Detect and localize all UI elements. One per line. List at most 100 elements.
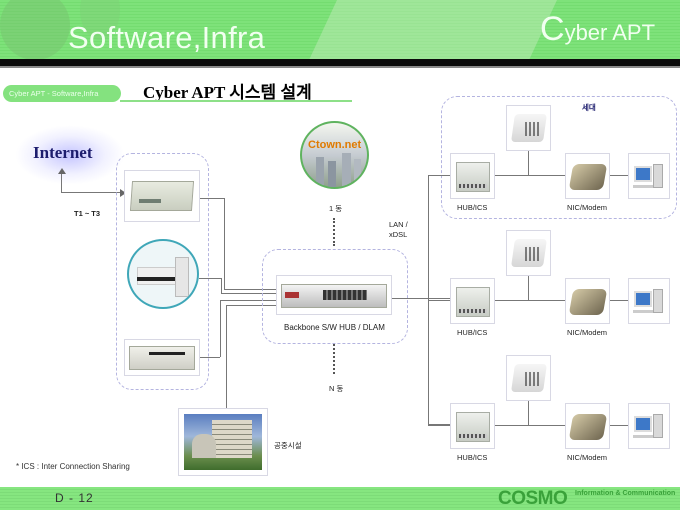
link-public-v bbox=[226, 305, 227, 408]
title-underline bbox=[120, 100, 352, 102]
monitor-icon bbox=[634, 166, 652, 182]
phone-link bbox=[528, 276, 529, 300]
backbone-label: Backbone S/W HUB / DLAM bbox=[284, 323, 385, 332]
nic-modem-device bbox=[565, 153, 610, 199]
phone-link bbox=[528, 401, 529, 425]
link-router bbox=[200, 198, 224, 199]
hub-ics-label: HUB/ICS bbox=[457, 203, 488, 212]
link-switch-v bbox=[220, 300, 221, 357]
backbone-ports bbox=[323, 290, 367, 300]
arrow-right-icon bbox=[120, 189, 126, 197]
link-server bbox=[199, 278, 221, 279]
link-server-h bbox=[221, 293, 280, 294]
trunk-to-hub-link bbox=[428, 300, 450, 301]
public-facility-device bbox=[178, 408, 268, 476]
ctown-logo: Ctown.net bbox=[308, 139, 362, 151]
backbone-box bbox=[262, 249, 408, 344]
link-switch bbox=[200, 357, 220, 358]
hub-ics-device bbox=[450, 403, 495, 449]
trunk-to-hub-link bbox=[428, 425, 450, 426]
page-number: D - 12 bbox=[55, 491, 94, 505]
nic-to-pc-link bbox=[610, 175, 628, 176]
router-body bbox=[129, 181, 195, 211]
header-banner: Software,Infra Cyber APT bbox=[0, 0, 680, 59]
public-facility-label: 공중시설 bbox=[274, 441, 302, 450]
facility-building bbox=[212, 420, 252, 458]
pc-device bbox=[628, 153, 670, 199]
header-brand: Cyber APT bbox=[540, 10, 655, 49]
modem-icon bbox=[568, 164, 608, 190]
server-unit bbox=[137, 267, 177, 285]
hub-ports bbox=[459, 434, 487, 438]
pc-tower-icon bbox=[653, 289, 663, 313]
public-facility-image bbox=[184, 414, 262, 470]
header-divider-shadow bbox=[0, 66, 680, 68]
nic-modem-label: NIC/Modem bbox=[567, 453, 608, 462]
phone-device bbox=[506, 230, 551, 276]
facility-dome bbox=[192, 434, 216, 458]
nic-to-pc-link bbox=[610, 425, 628, 426]
arrow-up-icon bbox=[58, 168, 66, 174]
lan-label-line2: xDSL bbox=[389, 230, 408, 239]
trunk-to-hub-link bbox=[428, 175, 450, 176]
phone-keypad bbox=[525, 247, 539, 261]
brand-rest: yber APT bbox=[564, 20, 656, 45]
modem-icon bbox=[568, 414, 608, 440]
pc-tower-icon bbox=[653, 414, 663, 438]
slide-title: Cyber APT 시스템 설계 bbox=[143, 83, 312, 102]
link-router-h bbox=[224, 289, 280, 290]
modem-icon bbox=[568, 289, 608, 315]
hub-to-nic-link bbox=[495, 300, 565, 301]
phone-device bbox=[506, 355, 551, 401]
nic-modem-label: NIC/Modem bbox=[567, 203, 608, 212]
lan-label-line1: LAN / bbox=[389, 220, 408, 229]
pc-device bbox=[628, 403, 670, 449]
link-server-v bbox=[221, 278, 222, 293]
trunk-link bbox=[392, 298, 455, 299]
tower-2 bbox=[328, 161, 336, 187]
tower-1 bbox=[316, 157, 324, 187]
brand-initial: C bbox=[540, 10, 565, 48]
household-box bbox=[441, 96, 677, 219]
hub-ics-label: HUB/ICS bbox=[457, 453, 488, 462]
header-title: Software,Infra bbox=[68, 20, 266, 55]
router-display bbox=[139, 199, 161, 203]
ctown-building-image: Ctown.net bbox=[300, 121, 369, 189]
hub-ics-label: HUB/ICS bbox=[457, 328, 488, 337]
building-n-dotted-link bbox=[333, 344, 335, 374]
switch-body bbox=[129, 346, 195, 370]
gear-decoration bbox=[0, 0, 70, 59]
trunk-branch-3 bbox=[428, 424, 455, 425]
server-group-box bbox=[116, 153, 209, 390]
nic-modem-device bbox=[565, 403, 610, 449]
hub-ports bbox=[459, 309, 487, 313]
company-tagline: Information & Communication bbox=[575, 490, 676, 497]
phone-device bbox=[506, 105, 551, 151]
link-switch-h bbox=[220, 300, 280, 301]
router-device bbox=[124, 170, 200, 222]
phone-keypad bbox=[525, 372, 539, 386]
tower-3 bbox=[342, 153, 351, 187]
section-pill: Cyber APT - Software,Infra bbox=[3, 85, 121, 102]
internet-label: Internet bbox=[33, 143, 93, 162]
pc-device bbox=[628, 278, 670, 324]
building-1-label: 1 동 bbox=[329, 204, 343, 213]
keyboard-icon bbox=[633, 435, 653, 438]
link-router-v bbox=[224, 198, 225, 289]
phone-link bbox=[528, 151, 529, 175]
link-public-h bbox=[226, 305, 280, 306]
building-n-label: N 동 bbox=[329, 384, 344, 393]
footnote: * ICS : Inter Connection Sharing bbox=[16, 462, 130, 471]
footer-bar: D - 12 COSMO Information & Communication bbox=[0, 487, 680, 510]
backbone-leds bbox=[285, 292, 299, 298]
internet-link-vertical bbox=[61, 172, 62, 193]
internet-link-horizontal bbox=[61, 192, 121, 193]
internet-glow bbox=[15, 125, 125, 185]
keyboard-decoration bbox=[309, 0, 571, 59]
server-tower bbox=[175, 257, 189, 297]
nic-to-pc-link bbox=[610, 300, 628, 301]
monitor-icon bbox=[634, 291, 652, 307]
company-logo: COSMO bbox=[498, 488, 568, 509]
nic-modem-label: NIC/Modem bbox=[567, 328, 608, 337]
backbone-switch-device bbox=[276, 275, 392, 315]
